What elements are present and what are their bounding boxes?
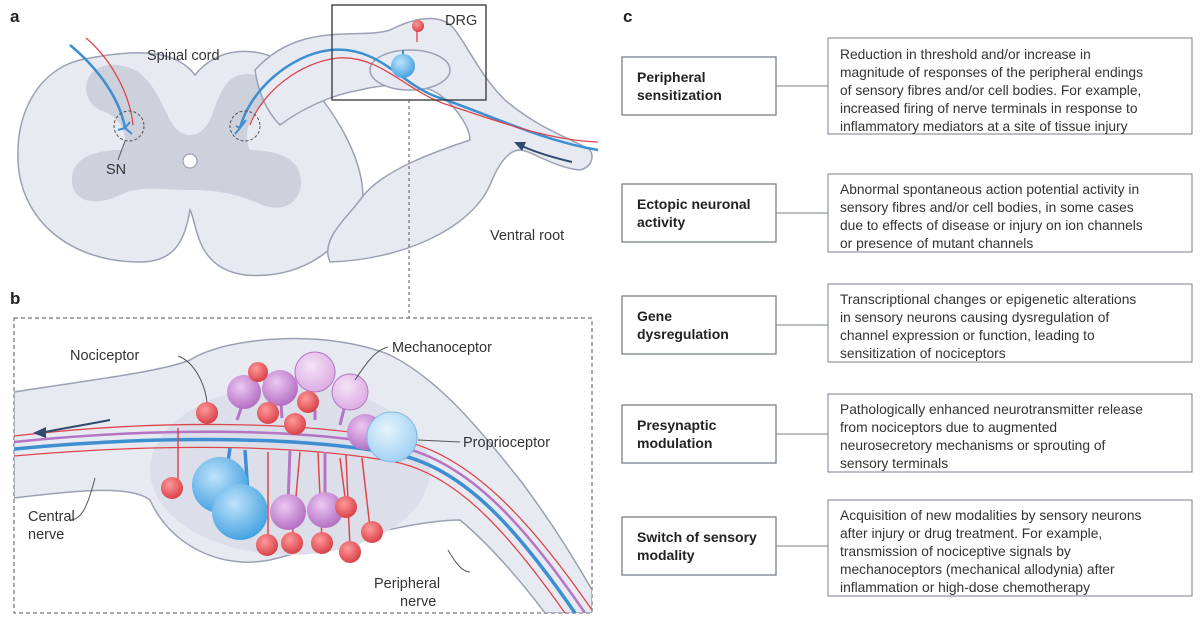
mechanism-description-box bbox=[827, 173, 1193, 253]
label-ventral-root: Ventral root bbox=[490, 228, 564, 244]
proprioceptor-somata bbox=[192, 411, 418, 540]
mechanism-description: Transcriptional changes or epigenetic al… bbox=[840, 292, 1140, 361]
mechanism-gene-dysregulation: Gene dysregulation Transcriptional chang… bbox=[621, 283, 1193, 363]
mechanism-description-box bbox=[827, 393, 1193, 473]
panel-a: a bbox=[10, 4, 599, 318]
mechanism-title-box bbox=[621, 183, 777, 243]
mechanism-title: Gene dysregulation bbox=[637, 308, 729, 342]
mechanism-description-box bbox=[827, 499, 1193, 597]
label-mechanoceptor: Mechanoceptor bbox=[392, 340, 492, 356]
mechanism-title: Peripheral sensitization bbox=[637, 69, 722, 103]
signal-direction-arrow-a bbox=[514, 142, 573, 163]
panel-a-letter: a bbox=[10, 7, 20, 26]
mechanism-ectopic-neuronal-activity: Ectopic neuronal activity Abnormal spont… bbox=[621, 173, 1193, 253]
mechanism-description: Pathologically enhanced neurotransmitter… bbox=[840, 402, 1147, 471]
mechanism-title-box bbox=[621, 404, 777, 464]
mechanism-description-box bbox=[827, 37, 1193, 135]
mechanism-description: Reduction in threshold and/or increase i… bbox=[840, 47, 1147, 134]
label-proprioceptor: Proprioceptor bbox=[463, 435, 550, 451]
label-peripheral-nerve: Peripheral nerve bbox=[374, 576, 444, 610]
mechanism-title-box bbox=[621, 516, 777, 576]
mechanism-description-box bbox=[827, 283, 1193, 363]
sn-leader-line bbox=[117, 140, 126, 161]
mechanoceptor-somata bbox=[227, 351, 383, 530]
drg-nociceptor-soma bbox=[412, 20, 424, 32]
nociceptor-somata bbox=[161, 362, 383, 563]
mechanism-title-box bbox=[621, 56, 777, 116]
mechanism-switch-of-sensory-modality: Switch of sensory modality Acquisition o… bbox=[621, 499, 1193, 597]
drg-proprioceptor-soma bbox=[391, 54, 415, 78]
mechanism-presynaptic-modulation: Presynaptic modulation Pathologically en… bbox=[621, 393, 1193, 473]
mechanism-title: Switch of sensory modality bbox=[637, 529, 761, 563]
panel-b-leaders bbox=[69, 346, 471, 573]
label-central-nerve: Central nerve bbox=[28, 509, 79, 543]
label-spinal-cord: Spinal cord bbox=[147, 48, 220, 64]
mechanism-title: Ectopic neuronal activity bbox=[637, 196, 754, 230]
panel-b-letter: b bbox=[10, 289, 20, 308]
panel-c: c Peripheral sensitization Reduction in … bbox=[621, 7, 1193, 597]
mechanism-description: Abnormal spontaneous action potential ac… bbox=[840, 182, 1147, 251]
signal-direction-arrow-b bbox=[33, 419, 111, 438]
sn-circle-left bbox=[113, 110, 145, 142]
mechanism-peripheral-sensitization: Peripheral sensitization Reduction in th… bbox=[621, 37, 1193, 135]
mechanism-description: Acquisition of new modalities by sensory… bbox=[840, 508, 1145, 595]
mechanism-title: Presynaptic modulation bbox=[637, 417, 720, 451]
sn-circle-right bbox=[229, 110, 261, 142]
label-nociceptor: Nociceptor bbox=[70, 348, 139, 364]
panel-b: b bbox=[10, 289, 593, 614]
label-drg: DRG bbox=[445, 13, 477, 29]
panel-c-letter: c bbox=[623, 7, 632, 26]
mechanism-title-box bbox=[621, 295, 777, 355]
label-sn: SN bbox=[106, 162, 126, 178]
